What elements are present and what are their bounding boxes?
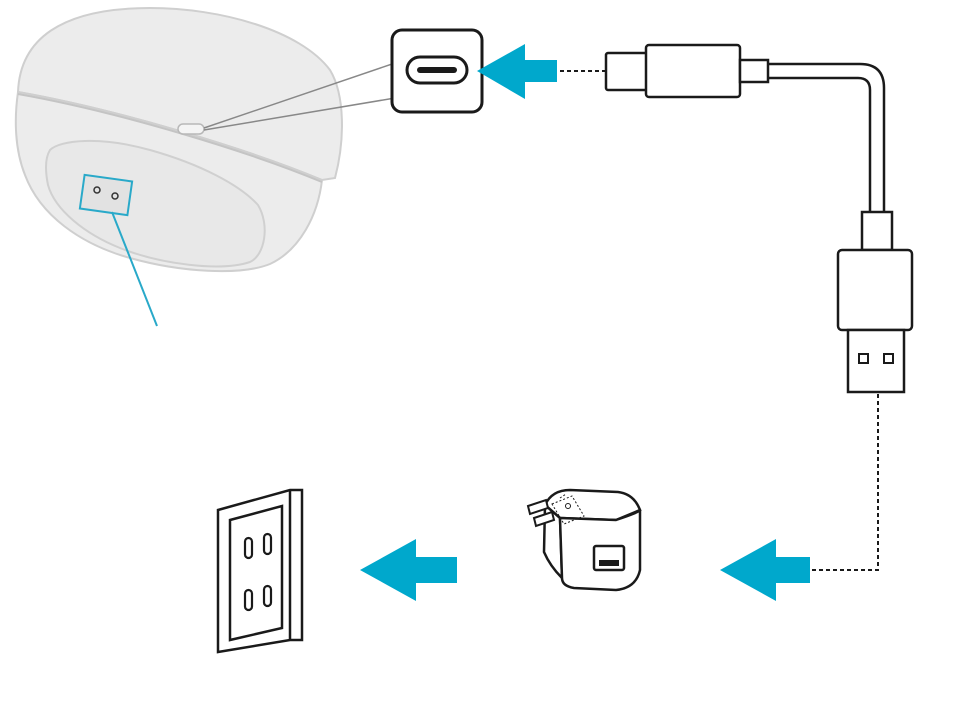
usb-c-port-callout (203, 28, 484, 131)
arrow-left-icon (477, 44, 557, 99)
arrow-left-icon (360, 539, 457, 601)
pins-callout-line (111, 211, 158, 327)
usb-c-plug-icon (604, 43, 770, 99)
usb-a-dashed-guide (812, 394, 879, 571)
case-front-panel (44, 139, 266, 268)
wall-outlet-icon (216, 488, 304, 654)
earbuds-case-icon (14, 6, 343, 327)
usb-power-adapter-icon (526, 488, 642, 592)
case-usb-c-slot (177, 123, 205, 135)
case-contact-pins (78, 173, 134, 217)
cable-icon (768, 62, 886, 214)
usb-a-plug-icon (836, 210, 914, 394)
arrow-left-icon (720, 539, 810, 601)
